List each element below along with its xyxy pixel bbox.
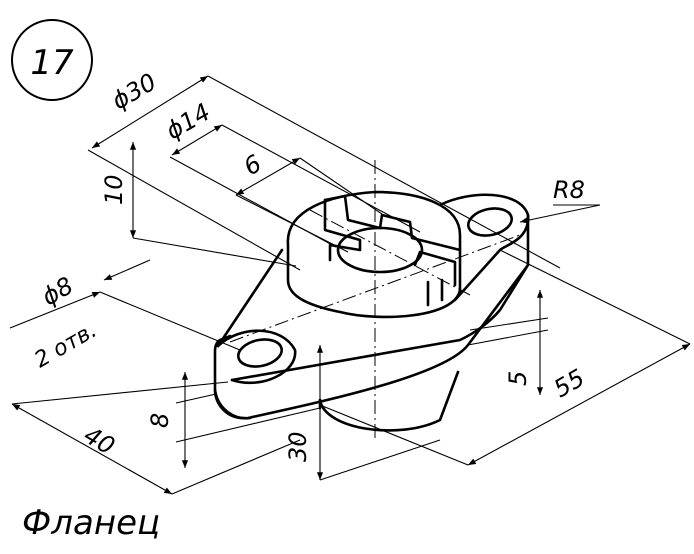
center-lines xyxy=(229,160,521,440)
dim-5: 5 xyxy=(504,371,532,386)
dim-phi30: ϕ30 xyxy=(107,68,161,115)
dim-phi14: ϕ14 xyxy=(161,98,215,145)
number-badge: 17 xyxy=(11,19,93,101)
dim-r8: R8 xyxy=(553,176,585,204)
badge-number: 17 xyxy=(30,43,74,83)
dim-40: 40 xyxy=(79,421,119,461)
dimension-lines xyxy=(9,75,691,495)
dim-6: 6 xyxy=(239,149,266,181)
drawing-title: Фланец xyxy=(22,503,160,543)
dim-55: 55 xyxy=(549,364,589,404)
dim-30: 30 xyxy=(284,431,312,462)
dim-2-holes: 2 отв. xyxy=(31,318,102,373)
dim-phi8: ϕ8 xyxy=(37,271,78,311)
part-outline xyxy=(213,190,530,432)
dim-10: 10 xyxy=(100,174,128,205)
dim-8: 8 xyxy=(146,413,174,428)
